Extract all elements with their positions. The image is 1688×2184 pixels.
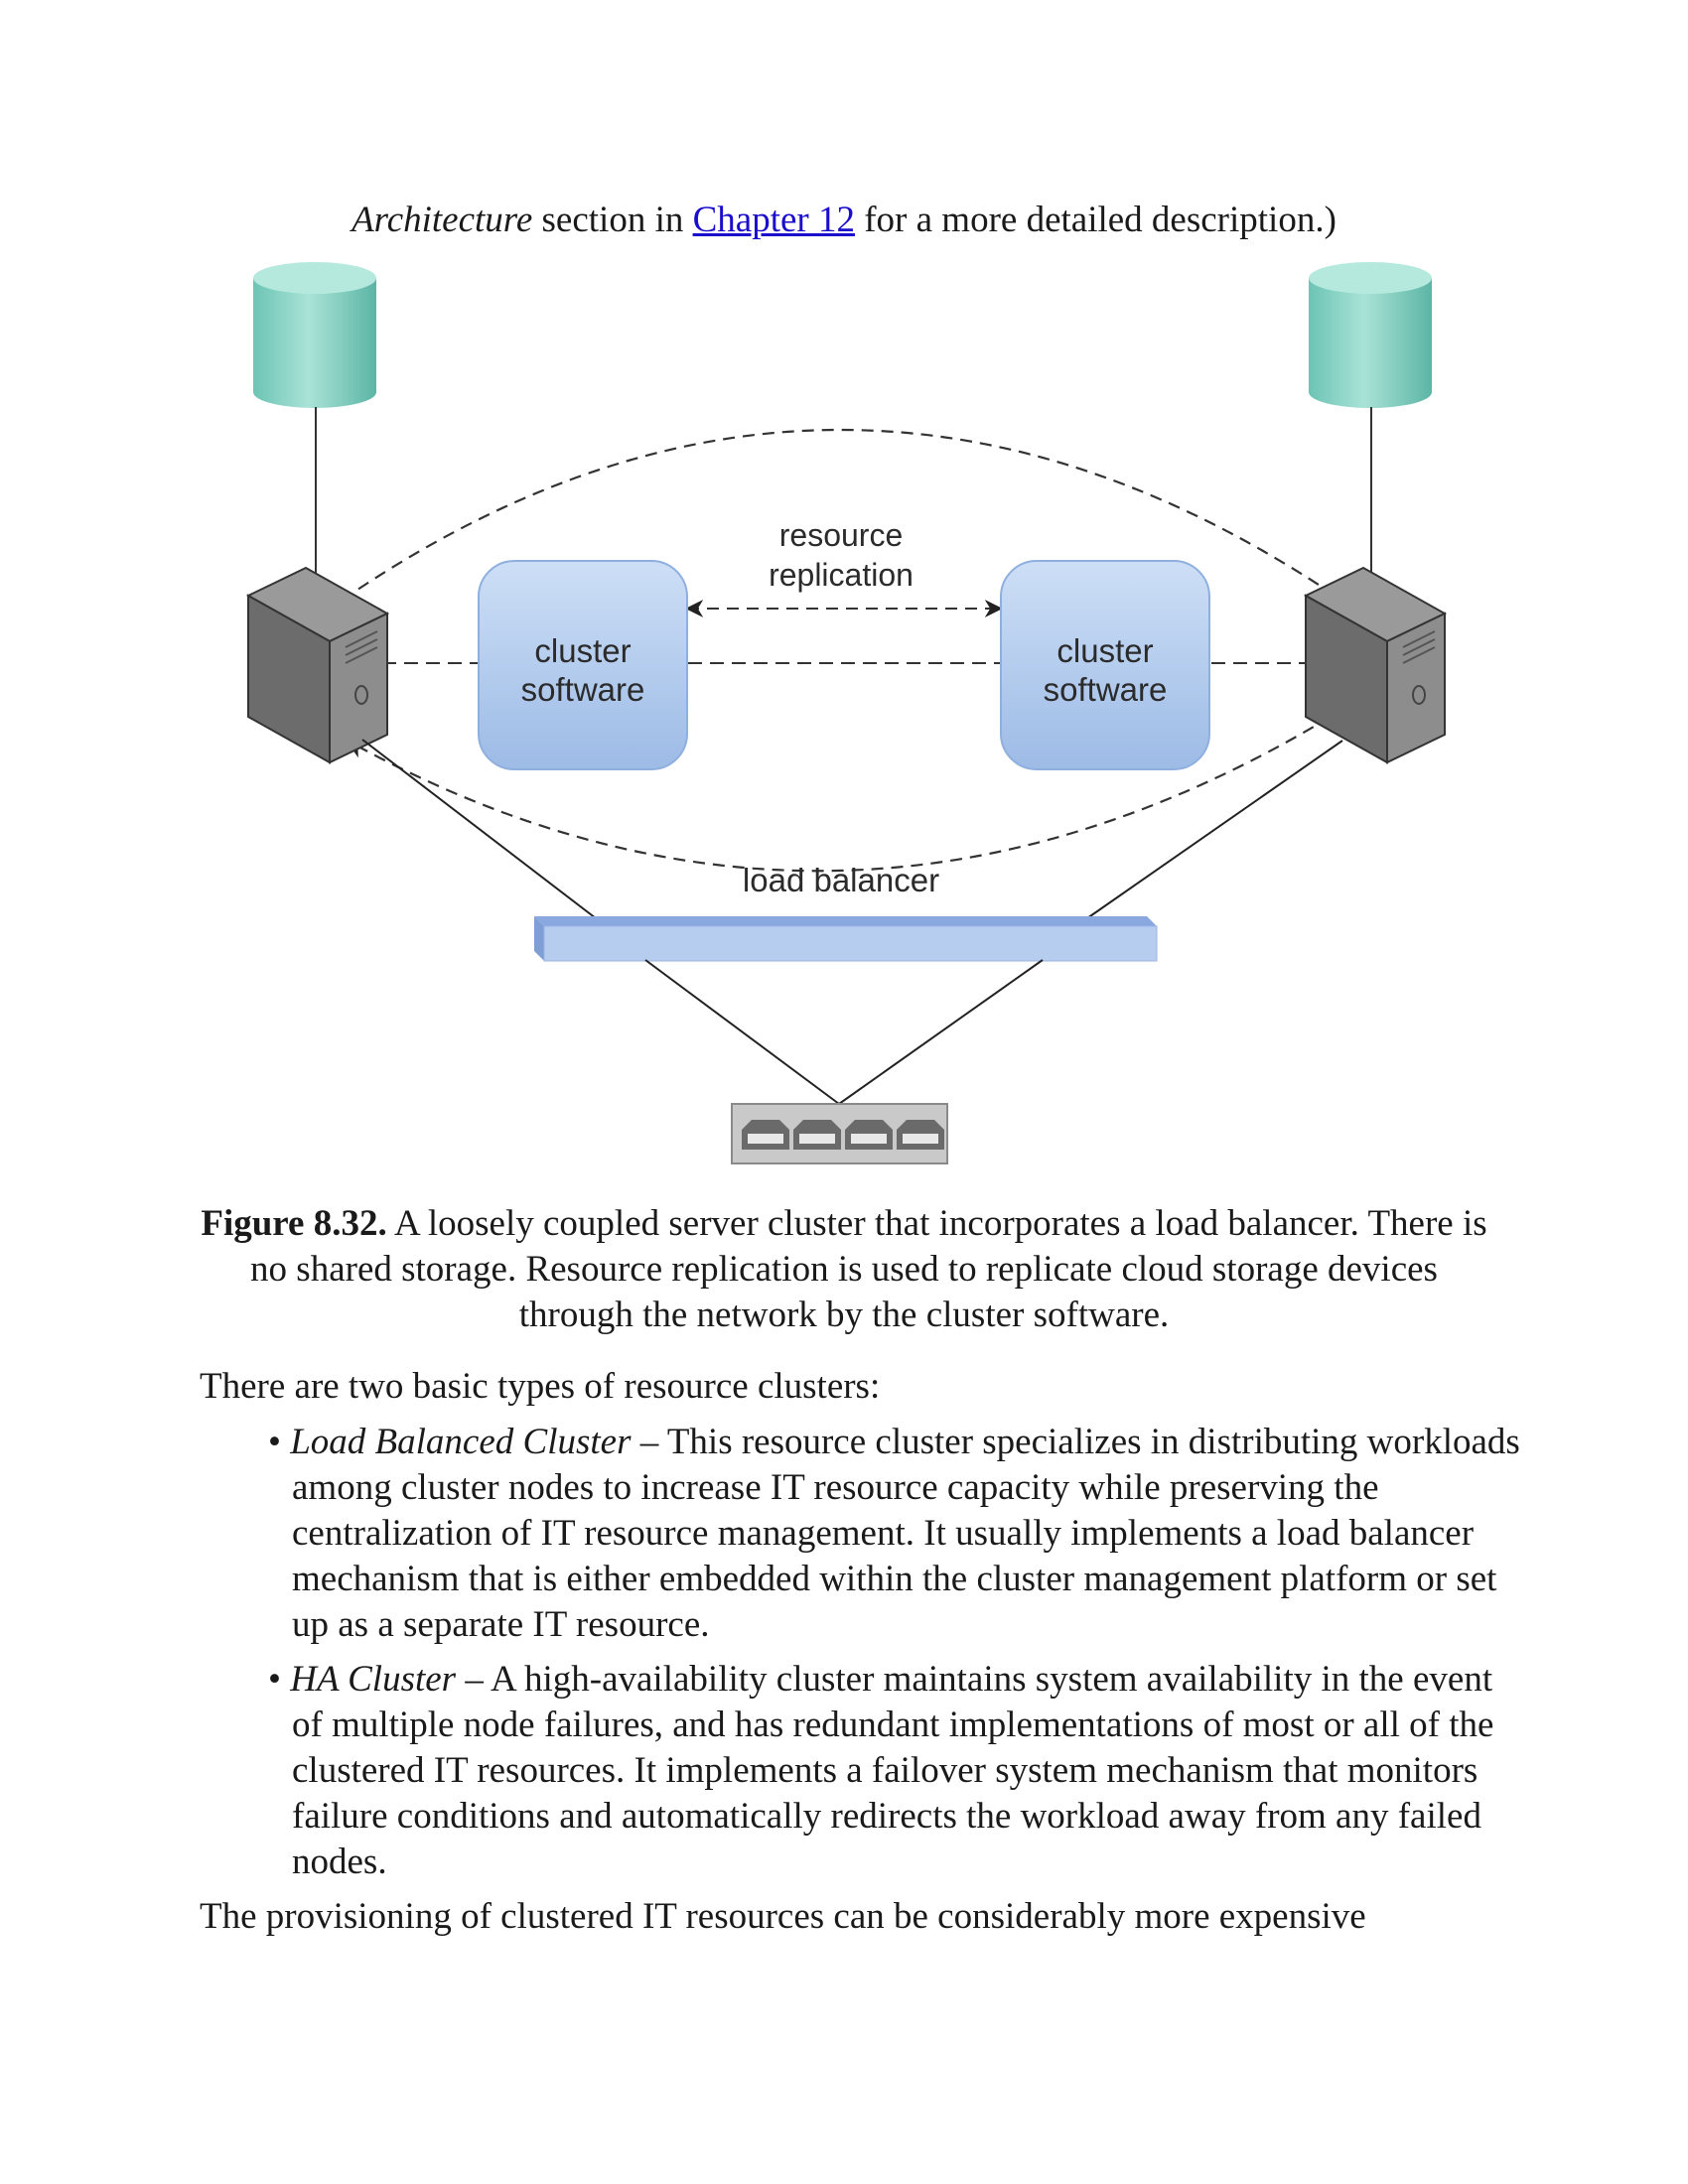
caption-text: A loosely coupled server cluster that in… (250, 1203, 1487, 1335)
paragraph-intro: There are two basic types of resource cl… (200, 1366, 881, 1407)
server-right-icon (1303, 566, 1448, 764)
intro-before-link: section in (532, 200, 693, 240)
server-left-icon (245, 566, 390, 764)
cluster-left-line2: software (521, 671, 645, 708)
bullet-term: Load Balanced Cluster (290, 1422, 632, 1462)
cluster-diagram: resource replication cluster software cl… (228, 258, 1460, 1171)
list-item: • HA Cluster – A high-availability clust… (268, 1657, 1523, 1885)
figure-label: Figure 8.32. (201, 1203, 387, 1244)
replication-arc-top (325, 429, 1360, 614)
cluster-right-line1: cluster (1056, 632, 1153, 669)
network-switch-icon (731, 1103, 948, 1164)
cluster-software-left: cluster software (478, 560, 688, 770)
replication-label-line2: replication (769, 557, 914, 593)
cluster-left-line1: cluster (534, 632, 631, 669)
bullet-text: – This resource cluster specializes in d… (292, 1422, 1520, 1645)
cluster-software-right: cluster software (1000, 560, 1210, 770)
figure-caption: Figure 8.32. A loosely coupled server cl… (189, 1201, 1499, 1338)
bullet-marker: • (268, 1422, 281, 1462)
replication-label-line1: resource (779, 517, 904, 553)
bullet-marker: • (268, 1659, 281, 1700)
bullet-term: HA Cluster (290, 1659, 457, 1700)
chapter-link[interactable]: Chapter 12 (692, 200, 855, 240)
list-item: • Load Balanced Cluster – This resource … (268, 1420, 1523, 1648)
storage-left-icon (253, 262, 376, 608)
replication-arc-bottom (346, 716, 1332, 873)
load-balancer-icon (534, 916, 1158, 962)
storage-right-icon (1309, 262, 1432, 608)
load-balancer-label: load balancer (743, 862, 939, 898)
intro-line: Architecture section in Chapter 12 for a… (0, 195, 1688, 246)
intro-italic: Architecture (352, 200, 533, 240)
bullet-text: – A high-availability cluster maintains … (292, 1659, 1494, 1882)
cluster-right-line2: software (1044, 671, 1168, 708)
paragraph-closing: The provisioning of clustered IT resourc… (200, 1896, 1366, 1937)
intro-after-link: for a more detailed description.) (854, 200, 1336, 240)
